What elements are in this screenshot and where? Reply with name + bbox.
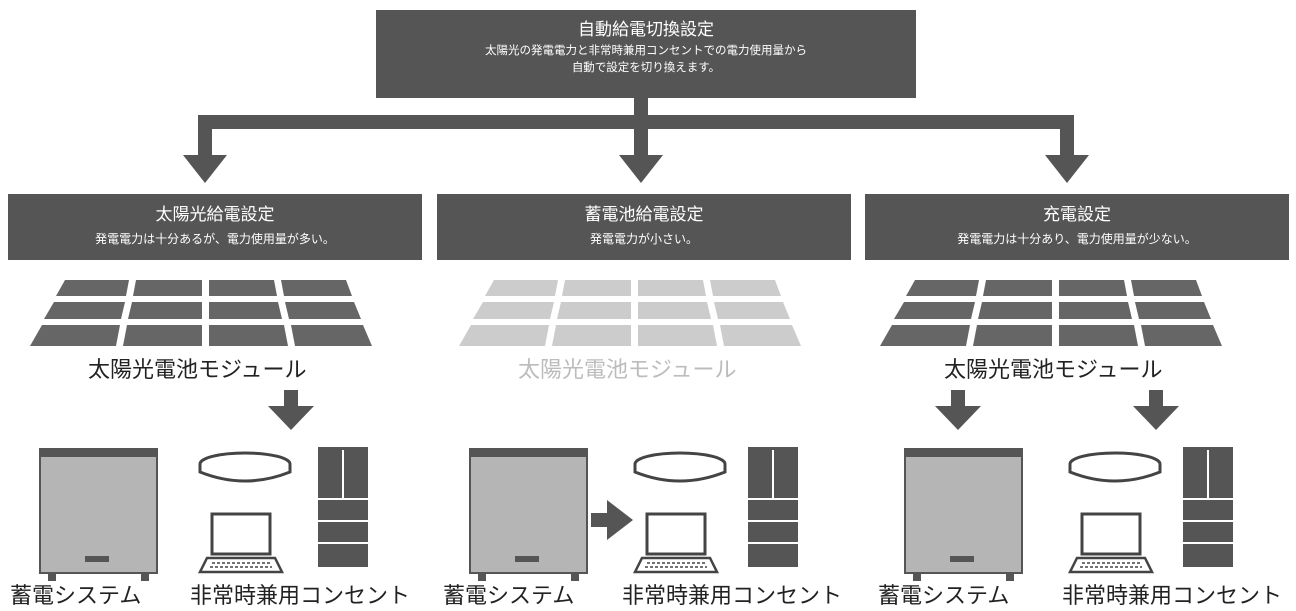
outlet-label-b: 非常時兼用コンセント [622, 584, 843, 609]
solar-panel-b [459, 280, 801, 346]
mode-title: 蓄電池給電設定 [584, 205, 704, 225]
auto-switch-title: 自動給電切換設定 [578, 20, 714, 40]
laptop-c [1067, 512, 1155, 574]
mode-box-battery-supply: 蓄電池給電設定 発電電力が小さい。 [437, 194, 851, 260]
solar-module-label-a: 太陽光電池モジュール [88, 358, 307, 383]
solar-panel-c [880, 280, 1222, 346]
laptop-b [632, 512, 720, 574]
mode-title: 太陽光給電設定 [155, 205, 275, 225]
auto-switch-desc-line1: 太陽光の発電電力と非常時兼用コンセントでの電力使用量から [485, 43, 807, 57]
solar-module-label-c: 太陽光電池モジュール [944, 358, 1163, 383]
laptop-a [197, 512, 285, 574]
auto-switch-desc-line2: 自動で設定を切り換えます。 [571, 60, 721, 74]
auto-switch-box: 自動給電切換設定 太陽光の発電電力と非常時兼用コンセントでの電力使用量から 自動… [376, 10, 916, 98]
solar-panel-a [30, 280, 372, 346]
storage-label-c: 蓄電システム [878, 584, 1010, 609]
outlet-label-c: 非常時兼用コンセント [1062, 584, 1283, 609]
ceiling-light-a [198, 451, 292, 483]
mode-desc: 発電電力は十分あり、電力使用量が少ない。 [957, 232, 1197, 246]
refrigerator-c [1183, 447, 1233, 567]
mode-box-charging: 充電設定 発電電力は十分あり、電力使用量が少ない。 [865, 194, 1289, 260]
refrigerator-a [318, 447, 368, 567]
storage-label-b: 蓄電システム [443, 584, 575, 609]
refrigerator-b [748, 447, 798, 567]
outlet-label-a: 非常時兼用コンセント [190, 584, 411, 609]
storage-system-c [904, 448, 1023, 581]
storage-system-b [469, 448, 588, 581]
ceiling-light-b [633, 451, 727, 483]
flow-arrows [268, 390, 1179, 540]
mode-title: 充電設定 [1043, 205, 1111, 225]
mode-desc: 発電電力は十分あるが、電力使用量が多い。 [95, 232, 335, 246]
solar-module-label-b: 太陽光電池モジュール [518, 358, 737, 383]
storage-system-a [39, 448, 158, 581]
distribution-arrows [183, 98, 1089, 183]
mode-box-solar-supply: 太陽光給電設定 発電電力は十分あるが、電力使用量が多い。 [8, 194, 422, 260]
mode-desc: 発電電力が小さい。 [589, 232, 698, 246]
ceiling-light-c [1068, 451, 1162, 483]
storage-label-a: 蓄電システム [10, 584, 142, 609]
